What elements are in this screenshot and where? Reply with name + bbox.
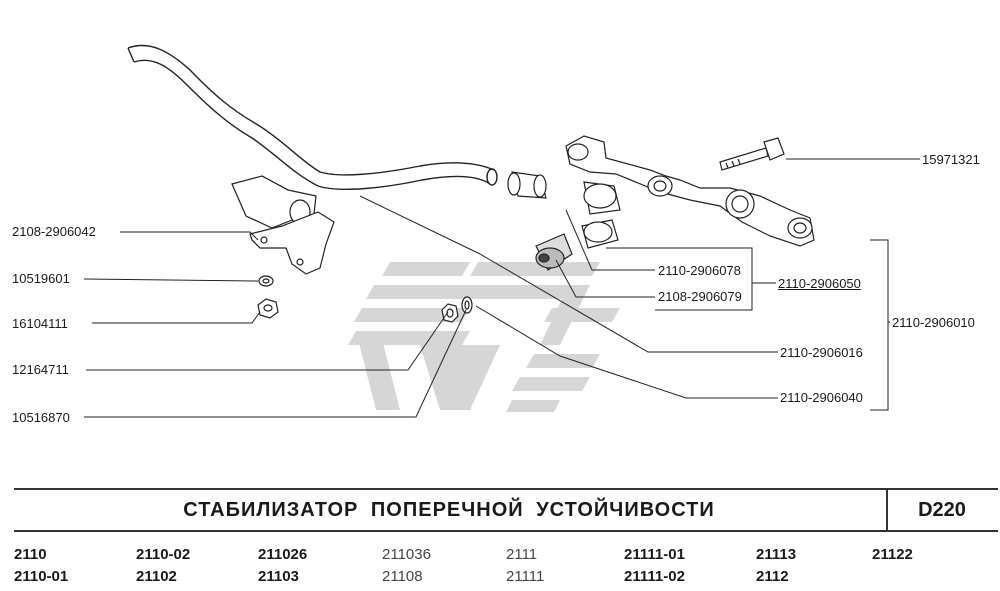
model-item: 21108: [382, 568, 423, 585]
model-item: 21102: [136, 568, 177, 585]
label-2110-2906010: 2110-2906010: [892, 315, 975, 330]
label-10516870: 10516870: [12, 410, 70, 425]
model-item: 21122: [872, 546, 913, 563]
title-separator: [886, 490, 888, 530]
model-item: 2112: [756, 568, 789, 585]
label-2110-2906016: 2110-2906016: [780, 345, 863, 360]
small-parts-middle: [441, 296, 473, 323]
model-item: 21103: [258, 568, 299, 585]
label-16104111: 16104111: [12, 316, 68, 331]
section-code: D220: [918, 498, 966, 521]
model-item: 211026: [258, 546, 308, 563]
model-item: 21111: [506, 568, 545, 585]
page-title: СТАБИЛИЗАТОР ПОПЕРЕЧНОЙ УСТОЙЧИВОСТИ: [183, 498, 715, 521]
model-item: 21113: [756, 546, 797, 563]
model-item: 211036: [382, 546, 431, 563]
model-item: 2110-01: [14, 568, 69, 585]
stabilizer-bar: [127, 44, 498, 191]
model-list: 2110 2110-02 211026 211036 2111 21111-01…: [14, 545, 998, 589]
label-2110-2906050: 2110-2906050: [778, 276, 861, 291]
model-item: 21111-02: [624, 568, 685, 585]
model-item: 2110: [14, 546, 47, 563]
label-2110-2906040: 2110-2906040: [780, 390, 863, 405]
label-2108-2906042: 2108-2906042: [12, 224, 96, 239]
small-parts-left: [257, 275, 279, 319]
title-bar: СТАБИЛИЗАТОР ПОПЕРЕЧНОЙ УСТОЙЧИВОСТИ D22…: [14, 488, 998, 532]
bushing-bracket-part: [231, 175, 335, 275]
watermark-logo: [348, 262, 620, 412]
model-item: 2111: [506, 546, 538, 563]
bushings: [507, 171, 621, 271]
model-item: 2110-02: [136, 546, 191, 563]
lower-arm: [565, 135, 815, 247]
bolt: [719, 137, 785, 171]
model-item: 21111-01: [624, 546, 685, 563]
label-12164711: 12164711: [12, 362, 69, 377]
label-15971321: 15971321: [922, 152, 980, 167]
label-2108-2906079: 2108-2906079: [658, 289, 742, 304]
label-2110-2906078: 2110-2906078: [658, 263, 741, 278]
label-10519601: 10519601: [12, 271, 70, 286]
leader-lines: [83, 158, 920, 418]
stabilizer-diagram: [83, 44, 920, 418]
